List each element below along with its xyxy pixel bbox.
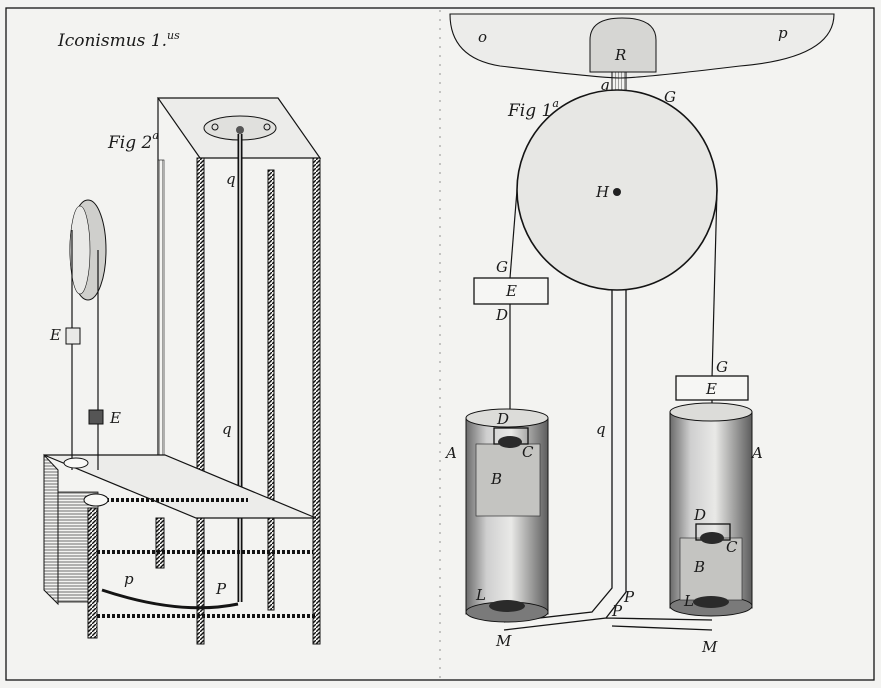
plate-title: Iconismus 1.us [57, 29, 180, 51]
fig2-weight-E-lower [88, 409, 104, 425]
fig1-weight-E-left [473, 277, 549, 305]
fig1-label-p: p [778, 24, 788, 42]
fig1-label-C-left: C [522, 443, 534, 461]
fig1-axle-H [613, 188, 621, 196]
fig1-label-D-left-upper: D [495, 306, 508, 324]
fig1-caption: Fig 1a [507, 97, 559, 121]
fig1-label-R: R [614, 46, 626, 64]
fig2-label-E-upper: E [49, 326, 61, 344]
fig1-label-A-left: A [444, 444, 457, 462]
fig1-label-B-right: B [693, 558, 705, 576]
fig1-label-D-left-cyl: D [496, 410, 509, 428]
fig1-label-G-right: G [716, 358, 728, 376]
fig2-curved-pipe [101, 588, 239, 610]
fig1-label-q-top: q [600, 76, 610, 94]
fig1-label-M-left: M [495, 632, 512, 650]
fig2-label-q-top: q [226, 170, 236, 188]
fig2-label-E-lower: E [109, 409, 121, 427]
fig2-bench-top [43, 454, 317, 519]
fig2-post-1 [196, 157, 205, 645]
fig1-label-P-left: P [611, 602, 623, 620]
fig1-label-A-right: A [750, 444, 763, 462]
fig1-label-P-right: P [623, 588, 635, 606]
fig1-label-D-right-lower: D [693, 506, 706, 524]
fig1-weight-E-right [675, 375, 749, 401]
fig2-post-2 [312, 157, 321, 645]
fig1-label-C-right: C [726, 538, 738, 556]
fig1-label-E-right: E [705, 380, 717, 398]
fig2-label-q-mid: q [222, 420, 232, 438]
fig1-label-q-pipe: q [596, 420, 606, 438]
fig1-label-H: H [595, 183, 610, 201]
figure-2: Fig 2a E E q [43, 97, 322, 645]
fig1-label-G-left: G [496, 258, 508, 276]
fig1-cylinder-left [465, 408, 549, 623]
fig2-caption: Fig 2a [107, 129, 159, 153]
fig2-label-P: P [215, 580, 227, 598]
fig1-label-o: o [478, 28, 487, 46]
fig1-label-L-left: L [475, 586, 486, 604]
fig1-label-M-right: M [701, 638, 718, 656]
fig1-label-G-top: G [664, 88, 676, 106]
fig1-pipe [503, 290, 713, 631]
fig2-leg-1 [87, 507, 98, 639]
fig1-label-B-left: B [490, 470, 502, 488]
fig1-label-E-left: E [505, 282, 517, 300]
fig2-label-p: p [124, 570, 134, 588]
fig2-post-3 [267, 169, 275, 611]
fig2-weight-E-upper [65, 327, 81, 345]
fig1-label-L-right: L [683, 592, 694, 610]
fig1-cylinder-right [669, 402, 753, 617]
figure-1: R o p q Fig 1a H G G E D G E D q P P [444, 13, 835, 656]
fig2-leg-2 [155, 517, 165, 569]
plate-border [5, 7, 875, 681]
fig1-bell-R [589, 17, 657, 73]
